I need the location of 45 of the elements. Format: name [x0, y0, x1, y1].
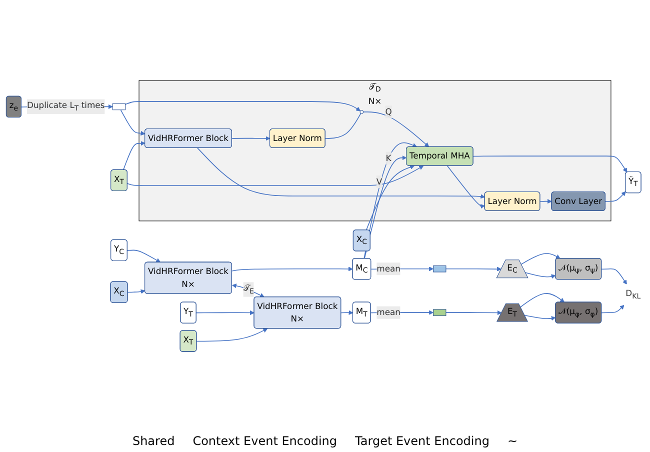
edge-label: mean	[376, 264, 400, 274]
node-circle	[360, 110, 364, 114]
arrow	[605, 191, 626, 202]
arrow	[362, 112, 430, 148]
arrow	[472, 156, 628, 173]
edge-label: K	[386, 152, 392, 163]
arrow	[127, 250, 161, 263]
arrow	[124, 101, 361, 112]
edge-label: Duplicate L$_{T}$ times	[27, 100, 105, 113]
arrow	[446, 310, 502, 316]
edge-label: Q	[385, 106, 392, 117]
edge-label: 𝒯$_{E}$	[243, 283, 254, 296]
arrow	[364, 156, 407, 259]
arrow	[232, 266, 353, 272]
note-text: Shared	[132, 434, 175, 448]
note-text: Target Event Encoding	[355, 434, 490, 448]
arrow	[540, 199, 552, 204]
arrow	[366, 165, 415, 231]
arrow	[340, 310, 354, 315]
arrow	[601, 268, 627, 285]
arrow	[520, 293, 565, 308]
arrow	[601, 304, 624, 314]
arrow	[520, 253, 560, 265]
arrow	[525, 272, 556, 279]
arrow	[127, 166, 424, 186]
arrow	[120, 109, 146, 136]
arrow	[196, 328, 268, 342]
arrow	[197, 148, 486, 199]
arrow	[446, 165, 486, 209]
node-box	[433, 265, 446, 272]
arrow	[122, 141, 146, 170]
arrow	[364, 142, 418, 259]
note-text: Context Event Encoding	[192, 434, 338, 448]
edge-label: V	[376, 176, 382, 186]
arrow	[524, 314, 556, 321]
node-box	[433, 309, 446, 316]
note-text: ~	[507, 434, 518, 448]
arrow	[232, 136, 270, 141]
edge-label: mean	[376, 307, 400, 318]
arrow	[127, 289, 146, 294]
arrow	[446, 266, 502, 272]
connector	[324, 112, 362, 139]
node-box	[112, 103, 126, 110]
node-text: D$_{KL}$	[626, 288, 641, 300]
arrow	[196, 310, 254, 316]
